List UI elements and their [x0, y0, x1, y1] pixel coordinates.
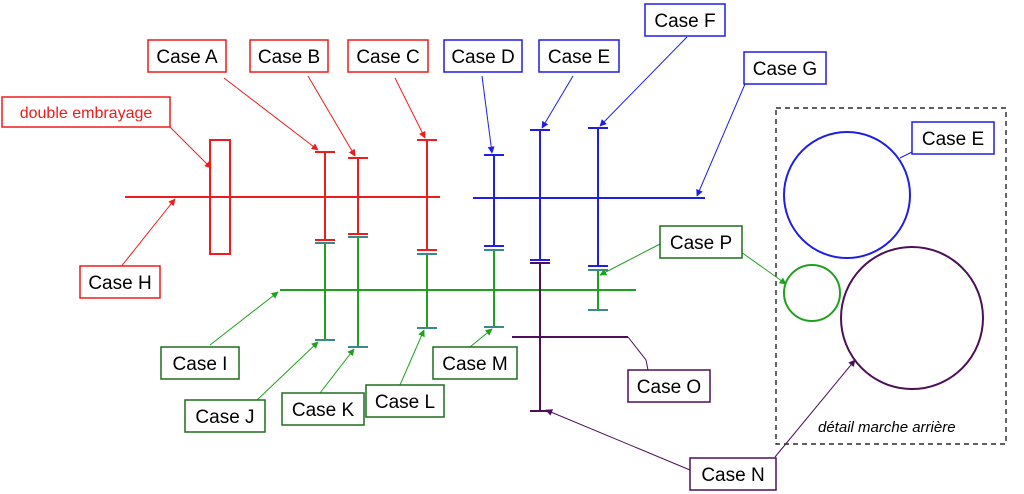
case-l-text: Case L	[375, 392, 435, 413]
label-case-m: Case M	[432, 346, 518, 380]
leader-case-l	[399, 329, 425, 386]
case-n-text: Case N	[701, 465, 764, 486]
case-o-text: Case O	[637, 377, 701, 398]
label-case-b: Case B	[249, 39, 329, 73]
case-e-detail-text: Case E	[922, 129, 984, 150]
label-case-f: Case F	[644, 3, 726, 37]
label-case-l: Case L	[365, 384, 445, 418]
case-m-text: Case M	[442, 354, 507, 375]
label-case-c: Case C	[347, 39, 429, 73]
case-g-text: Case G	[753, 59, 817, 80]
case-e-text: Case E	[548, 47, 610, 68]
leader-case-n-to-detail	[774, 359, 856, 458]
leader-case-n-to-gear	[545, 409, 691, 471]
gear-p-detail-circle	[783, 264, 841, 322]
case-j-text: Case J	[195, 407, 254, 428]
label-case-h: Case H	[79, 265, 161, 299]
label-case-p: Case P	[659, 225, 743, 259]
gear-e-detail-circle	[783, 131, 911, 259]
leader-case-k	[319, 348, 355, 394]
case-a-text: Case A	[156, 47, 218, 68]
blue-shaft-group	[473, 127, 705, 267]
label-case-o: Case O	[627, 369, 711, 403]
gear-n-detail-circle	[840, 246, 984, 390]
leader-case-a	[223, 77, 319, 151]
leader-case-b	[307, 75, 356, 157]
leader-case-m	[469, 328, 493, 348]
case-p-text: Case P	[670, 233, 732, 254]
case-d-text: Case D	[451, 47, 514, 68]
leader-case-c	[394, 77, 426, 139]
leader-case-o	[627, 336, 649, 371]
leader-embrayage	[169, 126, 212, 169]
label-case-e: Case E	[538, 39, 620, 73]
case-f-text: Case F	[654, 11, 715, 32]
case-c-text: Case C	[356, 47, 419, 68]
case-i-text: Case I	[173, 354, 228, 375]
label-case-g: Case G	[743, 51, 827, 85]
case-b-text: Case B	[258, 47, 320, 68]
leader-case-i	[209, 291, 279, 346]
leader-case-p-to-gear	[599, 243, 661, 276]
leader-case-e	[541, 75, 574, 129]
double-clutch-block	[209, 139, 231, 255]
detail-marche-arriere-label: détail marche arrière	[818, 419, 956, 436]
label-case-e-detail: Case E	[911, 121, 995, 155]
leader-case-d	[481, 75, 495, 154]
leader-case-h	[119, 198, 176, 269]
label-case-i: Case I	[160, 346, 240, 380]
green-shaft-group	[280, 237, 636, 347]
double-embrayage-text: double embrayage	[20, 105, 153, 122]
red-input-group	[125, 139, 440, 255]
leader-case-j	[255, 341, 319, 402]
detail-box	[775, 107, 1007, 445]
label-case-a: Case A	[147, 39, 227, 73]
label-case-n: Case N	[689, 457, 777, 491]
case-k-text: Case K	[292, 400, 355, 421]
leader-case-e-detail	[899, 151, 913, 159]
leader-case-p-to-detail	[740, 251, 787, 285]
leader-case-f	[599, 36, 688, 127]
label-case-k: Case K	[281, 392, 365, 426]
label-case-d: Case D	[443, 39, 523, 73]
green-gear-caps	[315, 236, 608, 348]
case-h-text: Case H	[88, 273, 151, 294]
purple-reverse-group	[512, 262, 628, 412]
label-double-embrayage: double embrayage	[1, 96, 171, 128]
leader-case-g	[696, 83, 746, 197]
label-case-j: Case J	[184, 399, 266, 433]
